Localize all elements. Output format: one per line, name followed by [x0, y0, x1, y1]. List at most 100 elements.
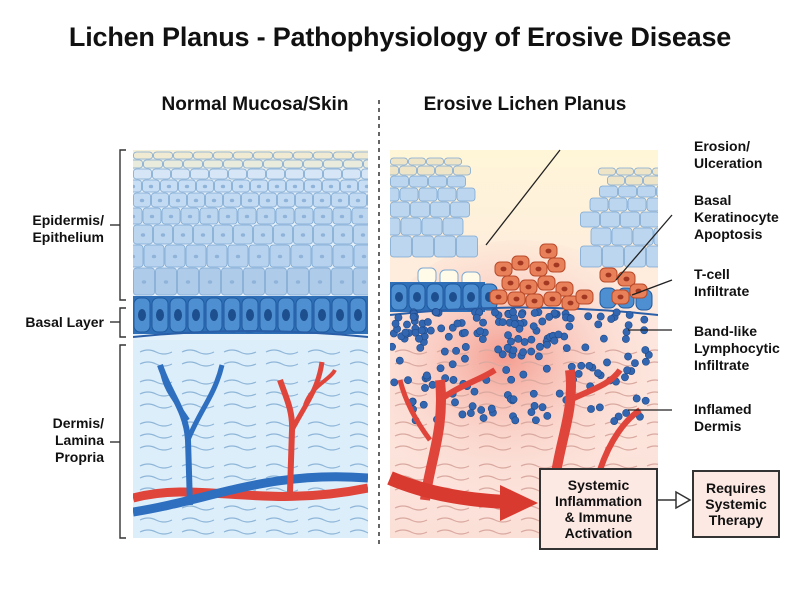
- cell-nucleus: [207, 280, 213, 284]
- connective-fiber: [307, 529, 341, 535]
- lymphocyte: [390, 342, 396, 351]
- connective-fiber: [181, 529, 215, 535]
- lymphocyte: [466, 409, 475, 418]
- vacuolated-cell: [417, 267, 437, 285]
- lymphocyte: [532, 416, 540, 425]
- connective-fiber: [349, 445, 368, 450]
- cell-nucleus: [360, 233, 366, 237]
- normal-panel-heading: Normal Mucosa/Skin: [161, 94, 349, 115]
- lymphocyte: [585, 362, 594, 370]
- lymphocyte: [498, 318, 507, 327]
- epithelial-cell: [343, 159, 363, 169]
- connective-fiber: [646, 445, 658, 449]
- connective-fiber: [181, 505, 215, 511]
- lymphocyte: [529, 389, 538, 398]
- systemic-inflammation-text: Systemic Inflammation & Immune Activatio…: [554, 477, 643, 541]
- cell-nucleus: [187, 214, 193, 219]
- lymphocyte: [476, 327, 484, 336]
- connective-fiber: [520, 421, 554, 427]
- connective-fiber: [478, 529, 512, 535]
- lymphocyte: [448, 360, 457, 369]
- epithelial-cell: [133, 168, 152, 180]
- basal-nucleus: [246, 309, 254, 321]
- lymphocyte: [527, 408, 536, 417]
- epithelial-cell: [358, 179, 368, 193]
- cell-nucleus: [358, 214, 364, 219]
- cell-nucleus: [206, 214, 212, 219]
- connective-fiber: [394, 445, 428, 451]
- epithelial-cell: [323, 159, 343, 169]
- basal-nucleus: [300, 309, 308, 321]
- epithelial-cell: [442, 217, 464, 236]
- epithelial-cell: [627, 197, 647, 212]
- cell-nucleus: [149, 214, 155, 219]
- epithelial-cell: [333, 151, 353, 160]
- page-title: Lichen Planus - Pathophysiology of Erosi…: [68, 22, 732, 52]
- cell-nucleus: [151, 254, 157, 259]
- connective-fiber: [139, 421, 173, 427]
- cell-nucleus: [214, 254, 220, 259]
- lymphocyte: [401, 328, 410, 337]
- connective-fiber: [307, 463, 341, 469]
- epithelial-cell: [266, 168, 285, 180]
- basal-nucleus: [336, 309, 344, 321]
- lymphocyte: [543, 340, 551, 349]
- epithelial-cell: [408, 157, 426, 166]
- apoptotic-nucleus: [507, 280, 514, 286]
- connective-fiber: [223, 349, 257, 355]
- connective-fiber: [223, 379, 257, 385]
- connective-fiber: [436, 517, 470, 523]
- apoptotic-nucleus: [567, 300, 574, 306]
- lymphocyte: [509, 395, 518, 404]
- cell-nucleus: [346, 184, 352, 189]
- lymphocyte: [622, 409, 631, 417]
- epithelial-cell: [434, 235, 456, 258]
- cell-nucleus: [185, 280, 191, 284]
- epithelial-cell: [634, 167, 652, 176]
- epithelial-cell: [580, 211, 600, 228]
- epithelial-cell: [608, 197, 628, 212]
- cell-nucleus: [225, 214, 231, 219]
- epithelial-cell: [400, 217, 422, 236]
- label-dermis: Dermis/ Lamina Propria: [52, 415, 104, 465]
- cell-nucleus: [133, 254, 136, 259]
- epithelial-cell: [599, 185, 618, 198]
- connective-fiber: [394, 463, 428, 469]
- cell-nucleus: [340, 254, 346, 259]
- connective-fiber: [223, 517, 257, 523]
- lymphocyte: [517, 310, 526, 319]
- lymphocyte: [504, 331, 512, 340]
- cell-nucleus: [319, 254, 325, 259]
- lymphocyte: [625, 311, 634, 319]
- lymphocyte: [514, 334, 523, 343]
- lymphocyte: [577, 361, 586, 370]
- lymphocyte: [530, 402, 539, 410]
- lymphocyte: [404, 376, 412, 385]
- connective-fiber: [478, 421, 512, 427]
- epithelial-cell: [447, 175, 466, 188]
- connective-fiber: [223, 421, 257, 427]
- lymphocyte: [461, 343, 470, 351]
- apoptotic-nucleus: [623, 276, 630, 282]
- connective-fiber: [646, 349, 658, 353]
- epithelial-cell: [417, 165, 435, 176]
- connective-fiber: [562, 463, 596, 469]
- connective-fiber: [307, 445, 341, 451]
- connective-fiber: [181, 517, 215, 523]
- basal-nucleus: [264, 309, 272, 321]
- epithelial-cell: [430, 201, 450, 218]
- epithelial-cell: [620, 211, 640, 228]
- label-tcell: T-cell Infiltrate: [694, 266, 750, 299]
- epithelial-cell: [190, 168, 209, 180]
- connective-fiber: [604, 391, 638, 397]
- lymphocyte: [479, 318, 487, 327]
- label-band-infiltrate: Band-like Lymphocytic Infiltrate: [694, 323, 780, 373]
- epithelial-cell: [453, 165, 471, 176]
- epithelial-cell: [363, 159, 368, 169]
- systemic-inflammation-box: Systemic Inflammation & Immune Activatio…: [539, 468, 658, 550]
- epithelial-cell: [589, 197, 609, 212]
- apoptotic-nucleus: [517, 260, 524, 266]
- connective-fiber: [349, 529, 368, 534]
- normal-blood-vessels: [133, 361, 368, 517]
- lymphocyte: [566, 314, 575, 323]
